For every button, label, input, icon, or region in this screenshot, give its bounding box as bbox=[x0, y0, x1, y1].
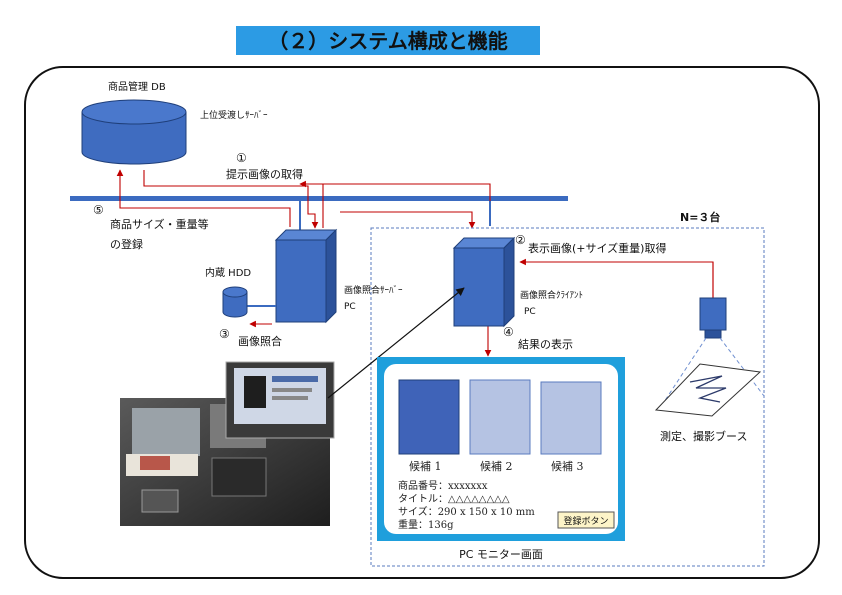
server-label: 上位受渡しｻｰﾊﾞｰ bbox=[200, 109, 268, 121]
hdd-label: 内蔵 HDD bbox=[205, 266, 251, 279]
candidate-1-label: 候補 1 bbox=[409, 459, 442, 473]
step5-label-line2: の登録 bbox=[110, 237, 143, 251]
step2-label: 表示画像(+サイズ重量)取得 bbox=[528, 241, 666, 255]
arrow-to-client-a bbox=[322, 183, 491, 228]
arrow-fetch-image bbox=[143, 170, 319, 229]
step4-label: 結果の表示 bbox=[518, 337, 573, 351]
arrow-to-client bbox=[340, 211, 476, 229]
camera-icon bbox=[699, 297, 727, 339]
candidate-3-label: 候補 3 bbox=[551, 459, 584, 473]
client-count-label: N=３台 bbox=[680, 210, 720, 224]
monitor-caption: PC モニター画面 bbox=[459, 548, 543, 561]
hdd-icon bbox=[222, 286, 248, 318]
title-banner: （２）システム構成と機能 bbox=[236, 26, 540, 55]
match-client-label-line2: PC bbox=[524, 307, 536, 317]
product-number: 商品番号：xxxxxxx bbox=[398, 479, 488, 492]
db-label: 商品管理 DB bbox=[108, 80, 166, 93]
database-icon bbox=[81, 99, 187, 165]
booth-plate bbox=[654, 363, 762, 417]
product-size: サイズ：290 x 150 x 10 mm bbox=[398, 505, 535, 518]
step1-label: 提示画像の取得 bbox=[226, 168, 303, 181]
step5-number: ⑤ bbox=[93, 203, 104, 217]
candidate-2-label: 候補 2 bbox=[480, 459, 513, 473]
outer-frame bbox=[24, 66, 820, 579]
step3-label: 画像照合 bbox=[238, 334, 282, 348]
step4-number: ④ bbox=[503, 325, 514, 339]
client-group-frame bbox=[370, 227, 765, 567]
candidate-1-thumbnail[interactable] bbox=[398, 379, 460, 455]
register-button[interactable]: 登録ボタン bbox=[557, 511, 615, 529]
scribble-icon bbox=[689, 375, 727, 403]
candidate-2-thumbnail[interactable] bbox=[469, 379, 531, 455]
arrow-register bbox=[116, 169, 291, 227]
step5-label-line1: 商品サイズ・重量等 bbox=[110, 217, 209, 231]
match-client-box bbox=[452, 236, 516, 328]
page-title: （２）システム構成と機能 bbox=[268, 29, 507, 53]
step1-number: ① bbox=[236, 151, 247, 165]
match-server-box bbox=[274, 228, 338, 324]
step2-number: ② bbox=[515, 233, 526, 247]
match-client-label-line1: 画像照合ｸﾗｲｱﾝﾄ bbox=[520, 289, 583, 301]
candidate-3-thumbnail[interactable] bbox=[540, 381, 602, 455]
camera-fov bbox=[663, 337, 765, 403]
booth-label: 測定、撮影ブース bbox=[660, 429, 747, 443]
network-bus bbox=[70, 196, 568, 201]
register-button-label: 登録ボタン bbox=[563, 515, 608, 527]
title-background bbox=[236, 26, 540, 55]
product-title: タイトル：△△△△△△△△ bbox=[398, 493, 510, 505]
match-server-label-line1: 画像照合ｻｰﾊﾞｰ bbox=[344, 284, 403, 296]
photo-montage bbox=[120, 361, 335, 526]
match-server-label-line2: PC bbox=[344, 302, 356, 312]
step3-number: ③ bbox=[219, 327, 230, 341]
photo-pointer-arrow bbox=[327, 287, 465, 399]
product-weight: 重量：136g bbox=[398, 518, 454, 531]
